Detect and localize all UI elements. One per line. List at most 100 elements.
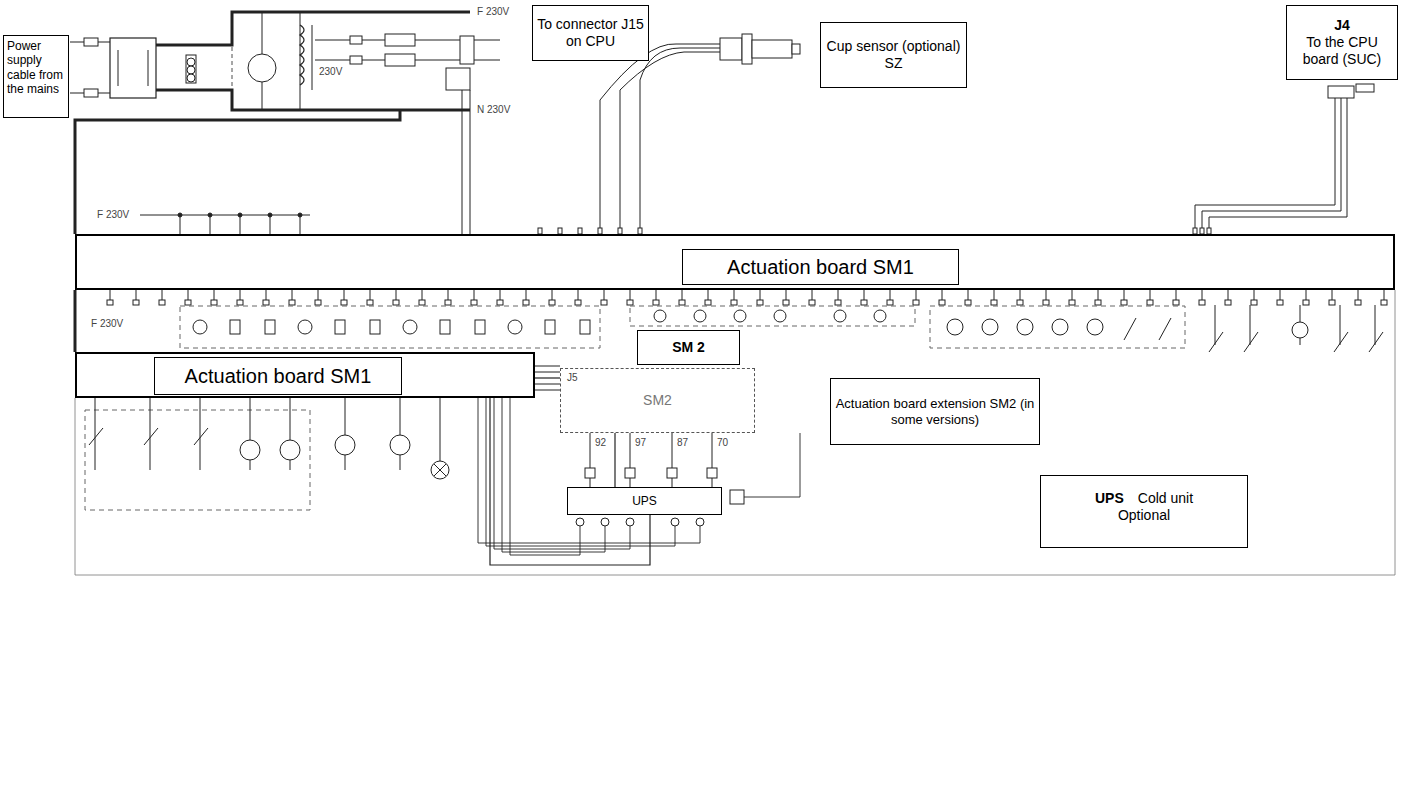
motor-symbol [947, 319, 963, 335]
pin-terminal [991, 300, 997, 305]
wire-line [510, 398, 580, 555]
wire-line [630, 290, 631, 300]
label-box: To connector J15 on CPU [532, 5, 649, 61]
wire-line [1098, 290, 1099, 300]
junction-dot [208, 213, 212, 217]
pin-terminal [1043, 300, 1049, 305]
pin-terminal [523, 300, 529, 305]
wire-line [300, 215, 301, 234]
pin-terminal [1095, 300, 1101, 305]
wire-line [448, 290, 449, 300]
pin-terminal [1121, 300, 1127, 305]
coil-symbol [265, 320, 275, 334]
pin-terminal [1381, 300, 1387, 305]
motor-symbol [774, 310, 786, 322]
wire-line [400, 398, 401, 470]
pin-label: J5 [566, 372, 579, 383]
wire-line [1072, 290, 1073, 300]
pin-terminal [575, 300, 581, 305]
wire-line [1202, 290, 1203, 300]
winding-symbol [385, 34, 415, 46]
wire-line [1280, 290, 1281, 300]
pin-terminal [315, 300, 321, 305]
j15-connector [460, 36, 474, 64]
node-title: UPS [632, 494, 657, 508]
connector-symbol [446, 68, 470, 90]
pin-terminal [367, 300, 373, 305]
connector-line [614, 433, 615, 487]
wire-line [396, 290, 397, 300]
junction-dot [298, 213, 302, 217]
node-title: Actuation board SM1 [154, 357, 402, 395]
pin-terminal [705, 300, 711, 305]
pin-terminal [1355, 300, 1361, 305]
pin-label: 70 [716, 437, 729, 448]
wire-line [210, 215, 211, 234]
component-symbol [187, 74, 195, 82]
mains-line [75, 110, 400, 234]
wire-line [672, 433, 673, 487]
wire-line [232, 12, 233, 110]
wire-line [502, 398, 605, 552]
switch-symbol [1334, 332, 1348, 352]
pin-terminal [707, 468, 717, 478]
wire-line [864, 290, 865, 300]
pin-terminal [625, 468, 635, 478]
junction-dot [238, 213, 242, 217]
connector-line [535, 377, 560, 378]
flat-cable [535, 384, 560, 385]
board-box: Actuation board SM1 [75, 352, 535, 398]
motor-symbol [240, 440, 260, 460]
motor-symbol [335, 435, 355, 455]
motor-symbol [1292, 322, 1308, 338]
pin-terminal [939, 300, 945, 305]
wire-line [526, 290, 527, 300]
pin-label: N 230V [476, 104, 511, 115]
wire-line [240, 215, 241, 234]
flat-cable [1195, 98, 1347, 234]
j4-connector [1356, 84, 1374, 92]
wire-line [344, 290, 345, 300]
pin-terminal [861, 300, 867, 305]
wire-line [136, 290, 137, 300]
wire-line [1124, 290, 1125, 300]
wire-line [292, 290, 293, 300]
pin-terminal [627, 300, 633, 305]
wire-line [968, 290, 969, 300]
pin-terminal [185, 300, 191, 305]
varistor-symbol [186, 55, 196, 83]
wire-line [604, 290, 605, 300]
connector-line [490, 398, 650, 565]
switch-symbol [1159, 318, 1171, 340]
node-body: To the CPU board (SUC) [1290, 34, 1394, 68]
pin-terminal [835, 300, 841, 305]
motor-symbol [874, 310, 886, 322]
wire-line [656, 290, 657, 300]
winding-symbol [385, 54, 415, 66]
wire-line [474, 290, 475, 300]
node-title: SM2 [643, 392, 672, 409]
switch-symbol [194, 428, 208, 445]
ground-terminal [730, 490, 744, 504]
wire-line [118, 50, 148, 86]
wire-line [786, 290, 787, 300]
label-box: Power supply cable from the mains [3, 35, 69, 118]
label-box: Actuation board extension SM2 (in some v… [830, 378, 1040, 445]
switch-symbol [1209, 332, 1223, 352]
pin-terminal [576, 518, 584, 526]
pin-terminal [783, 300, 789, 305]
motor-symbol [654, 310, 666, 322]
pin-terminal [1173, 300, 1179, 305]
junction-dot [178, 213, 182, 217]
switch-symbol [144, 428, 158, 445]
switch-symbol [89, 428, 103, 445]
pin-terminal [1069, 300, 1075, 305]
pin-terminal [497, 300, 503, 305]
label-box: UPS [567, 487, 722, 515]
coil-symbol [230, 320, 240, 334]
pin-label: F 230V [476, 6, 510, 17]
transformer-coil [300, 25, 304, 85]
wire-line [422, 290, 423, 300]
coil-symbol [440, 320, 450, 334]
